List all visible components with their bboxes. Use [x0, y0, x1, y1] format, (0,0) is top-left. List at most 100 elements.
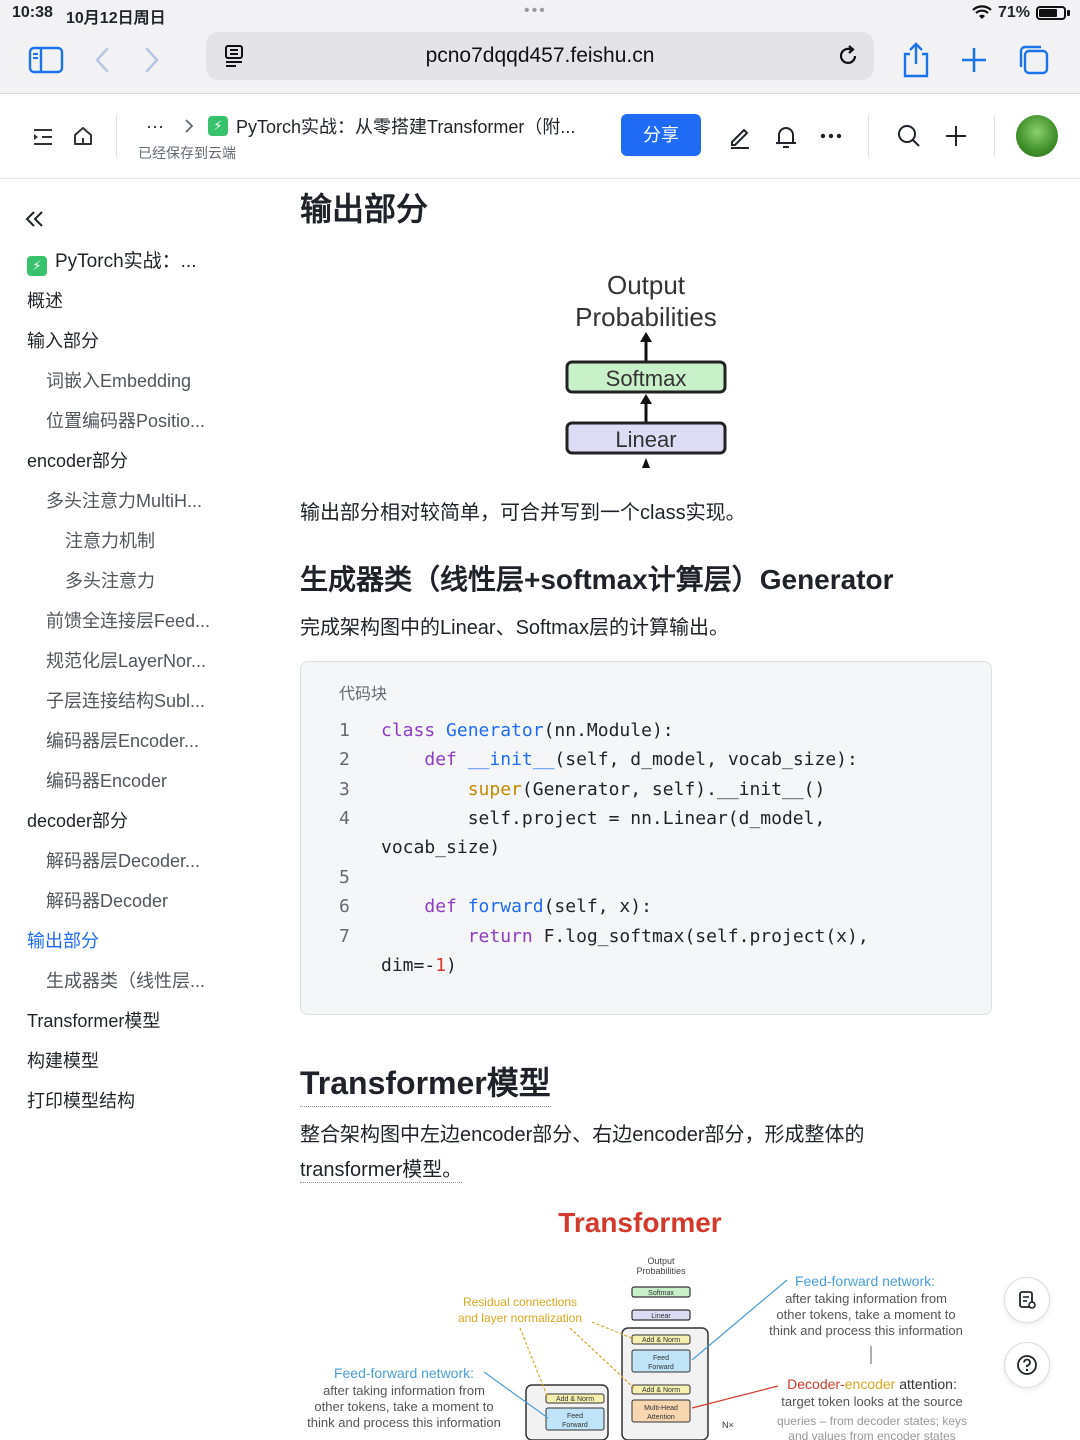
doc-title[interactable]: PyTorch实战：从零搭建Transformer（附...	[235, 117, 576, 137]
home-icon[interactable]	[72, 125, 94, 147]
more-icon[interactable]	[820, 133, 842, 139]
sidebar-item-input[interactable]: 输入部分	[27, 331, 99, 351]
sidebar-item-multihead-attention[interactable]: 多头注意力	[65, 571, 155, 591]
svg-text:Feed-forward network:: Feed-forward network:	[795, 1273, 935, 1289]
sidebar-item-multihead[interactable]: 多头注意力MultiH...	[46, 491, 203, 511]
svg-text:other tokens, take a moment to: other tokens, take a moment to	[776, 1307, 955, 1322]
code-line-number: 3	[339, 779, 350, 800]
chevron-right-icon	[185, 119, 194, 133]
reader-icon[interactable]	[222, 44, 246, 68]
code-line-number: 2	[339, 749, 350, 770]
svg-text:Feed: Feed	[653, 1355, 669, 1362]
code-line-number: 6	[339, 896, 350, 917]
svg-text:after taking information from: after taking information from	[785, 1291, 947, 1306]
forward-icon[interactable]	[142, 40, 162, 80]
sidebar-item-attention[interactable]: 注意力机制	[65, 531, 155, 551]
sidebar-item-transformer[interactable]: Transformer模型	[27, 1011, 161, 1031]
output-layer-figure: Output Probabilities Softmax Linear	[565, 270, 727, 468]
floating-outline-button[interactable]	[1004, 1277, 1050, 1323]
fig1-title-line1: Output	[607, 270, 686, 300]
sidebar-item-decoder[interactable]: decoder部分	[27, 811, 129, 831]
multitask-dots-icon[interactable]: •••	[524, 2, 547, 19]
heading-output: 输出部分	[300, 191, 429, 227]
svg-text:target token looks at the sour: target token looks at the source	[781, 1394, 962, 1409]
wifi-icon	[972, 5, 992, 19]
avatar[interactable]	[1016, 115, 1058, 157]
svg-text:Probabilities: Probabilities	[636, 1266, 686, 1276]
svg-text:Residual connections: Residual connections	[463, 1295, 577, 1309]
sidebar-item-positional[interactable]: 位置编码器Positio...	[46, 411, 206, 431]
svg-text:N×: N×	[722, 1420, 734, 1430]
fig2-title: Transformer	[558, 1207, 721, 1238]
battery-icon	[1036, 6, 1066, 20]
breadcrumb-more[interactable]: ···	[146, 115, 164, 136]
sidebar-item-output[interactable]: 输出部分	[27, 931, 99, 951]
code-block-title: 代码块	[339, 686, 388, 703]
browser-toolbar: pcno7dqqd457.feishu.cn	[0, 28, 1080, 94]
sidebar-item-encoder-layer[interactable]: 编码器层Encoder...	[46, 731, 200, 751]
svg-text:Forward: Forward	[562, 1422, 588, 1429]
fig1-linear-label: Linear	[615, 427, 676, 452]
svg-text:and layer normalization: and layer normalization	[458, 1311, 582, 1325]
save-status: 已经保存到云端	[138, 145, 236, 161]
new-tab-icon[interactable]	[958, 40, 990, 80]
address-bar[interactable]: pcno7dqqd457.feishu.cn	[206, 32, 874, 80]
sidebar-item-feedforward[interactable]: 前馈全连接层Feed...	[46, 611, 211, 631]
edit-icon[interactable]	[728, 125, 752, 149]
sidebar-item-decoder-class[interactable]: 解码器Decoder	[46, 891, 169, 911]
fig1-linear-box	[565, 421, 727, 455]
svg-text:Attention: Attention	[647, 1414, 675, 1421]
tabs-overview-icon[interactable]	[1016, 40, 1052, 80]
paragraph-transformer-2: transformer模型。	[300, 1153, 463, 1183]
floating-help-button[interactable]	[1004, 1342, 1050, 1388]
battery-percent: 71%	[997, 4, 1030, 21]
sidebar-item-decoder-layer[interactable]: 解码器层Decoder...	[46, 851, 201, 871]
code-line-number: 4	[339, 808, 350, 829]
paragraph-generator: 完成架构图中的Linear、Softmax层的计算输出。	[300, 617, 729, 639]
doc-type-icon: ⚡	[27, 256, 47, 276]
sidebar-item-sublayer[interactable]: 子层连接结构Subl...	[46, 691, 206, 711]
help-icon	[1017, 1355, 1037, 1375]
add-icon[interactable]	[944, 124, 968, 148]
sidebar-toggle-icon[interactable]	[28, 40, 64, 80]
fig1-softmax-label: Softmax	[606, 366, 687, 391]
sidebar-item-encoder[interactable]: encoder部分	[27, 451, 129, 471]
outline-sidebar: ⚡PyTorch实战：... 概述 输入部分 词嵌入Embedding 位置编码…	[0, 180, 250, 1440]
sidebar-item-print-model[interactable]: 打印模型结构	[27, 1091, 135, 1111]
share-button[interactable]: 分享	[621, 114, 701, 156]
svg-text:think and process this informa: think and process this information	[769, 1323, 963, 1338]
share-sheet-icon[interactable]	[900, 40, 932, 80]
sidebar-item-layernorm[interactable]: 规范化层LayerNor...	[46, 651, 207, 671]
heading-transformer: Transformer模型	[300, 1058, 551, 1107]
sidebar-item-overview[interactable]: 概述	[27, 291, 63, 311]
sidebar-item-generator[interactable]: 生成器类（线性层...	[46, 971, 206, 991]
heading-generator: 生成器类（线性层+softmax计算层）Generator	[300, 564, 894, 595]
status-time: 10:38	[12, 4, 53, 21]
outline-toggle-icon[interactable]	[32, 127, 54, 147]
url-text: pcno7dqqd457.feishu.cn	[425, 44, 655, 67]
sidebar-item-encoder-class[interactable]: 编码器Encoder	[46, 771, 168, 791]
svg-text:think and process this informa: think and process this information	[307, 1415, 501, 1430]
paragraph-output: 输出部分相对较简单，可合并写到一个class实现。	[300, 502, 746, 524]
sidebar-item-build-model[interactable]: 构建模型	[27, 1051, 99, 1071]
status-date: 10月12日周日	[66, 10, 166, 27]
status-right: 71%	[972, 4, 1070, 22]
svg-text:and values from encoder states: and values from encoder states	[788, 1429, 955, 1440]
fig1-title-line2: Probabilities	[575, 302, 717, 332]
sidebar-item-embedding[interactable]: 词嵌入Embedding	[46, 371, 192, 391]
transformer-figure: Transformer Output Probabilities Softmax…	[307, 1207, 967, 1440]
svg-text:Multi-Head: Multi-Head	[644, 1405, 678, 1412]
svg-text:Softmax: Softmax	[648, 1290, 674, 1297]
svg-text:Feed-forward network:: Feed-forward network:	[334, 1365, 474, 1381]
bell-icon[interactable]	[774, 124, 798, 150]
svg-text:other tokens, take a moment to: other tokens, take a moment to	[314, 1399, 493, 1414]
back-icon[interactable]	[92, 40, 112, 80]
search-icon[interactable]	[897, 124, 921, 148]
reload-icon[interactable]	[836, 44, 860, 68]
doc-header: ··· ⚡ PyTorch实战：从零搭建Transformer（附... 已经保…	[0, 95, 1080, 179]
svg-text:Add & Norm: Add & Norm	[556, 1396, 594, 1403]
collapse-sidebar-icon[interactable]	[25, 210, 45, 228]
fig1-softmax-box	[565, 360, 727, 394]
sidebar-item-doc[interactable]: ⚡PyTorch实战：...	[27, 246, 196, 276]
